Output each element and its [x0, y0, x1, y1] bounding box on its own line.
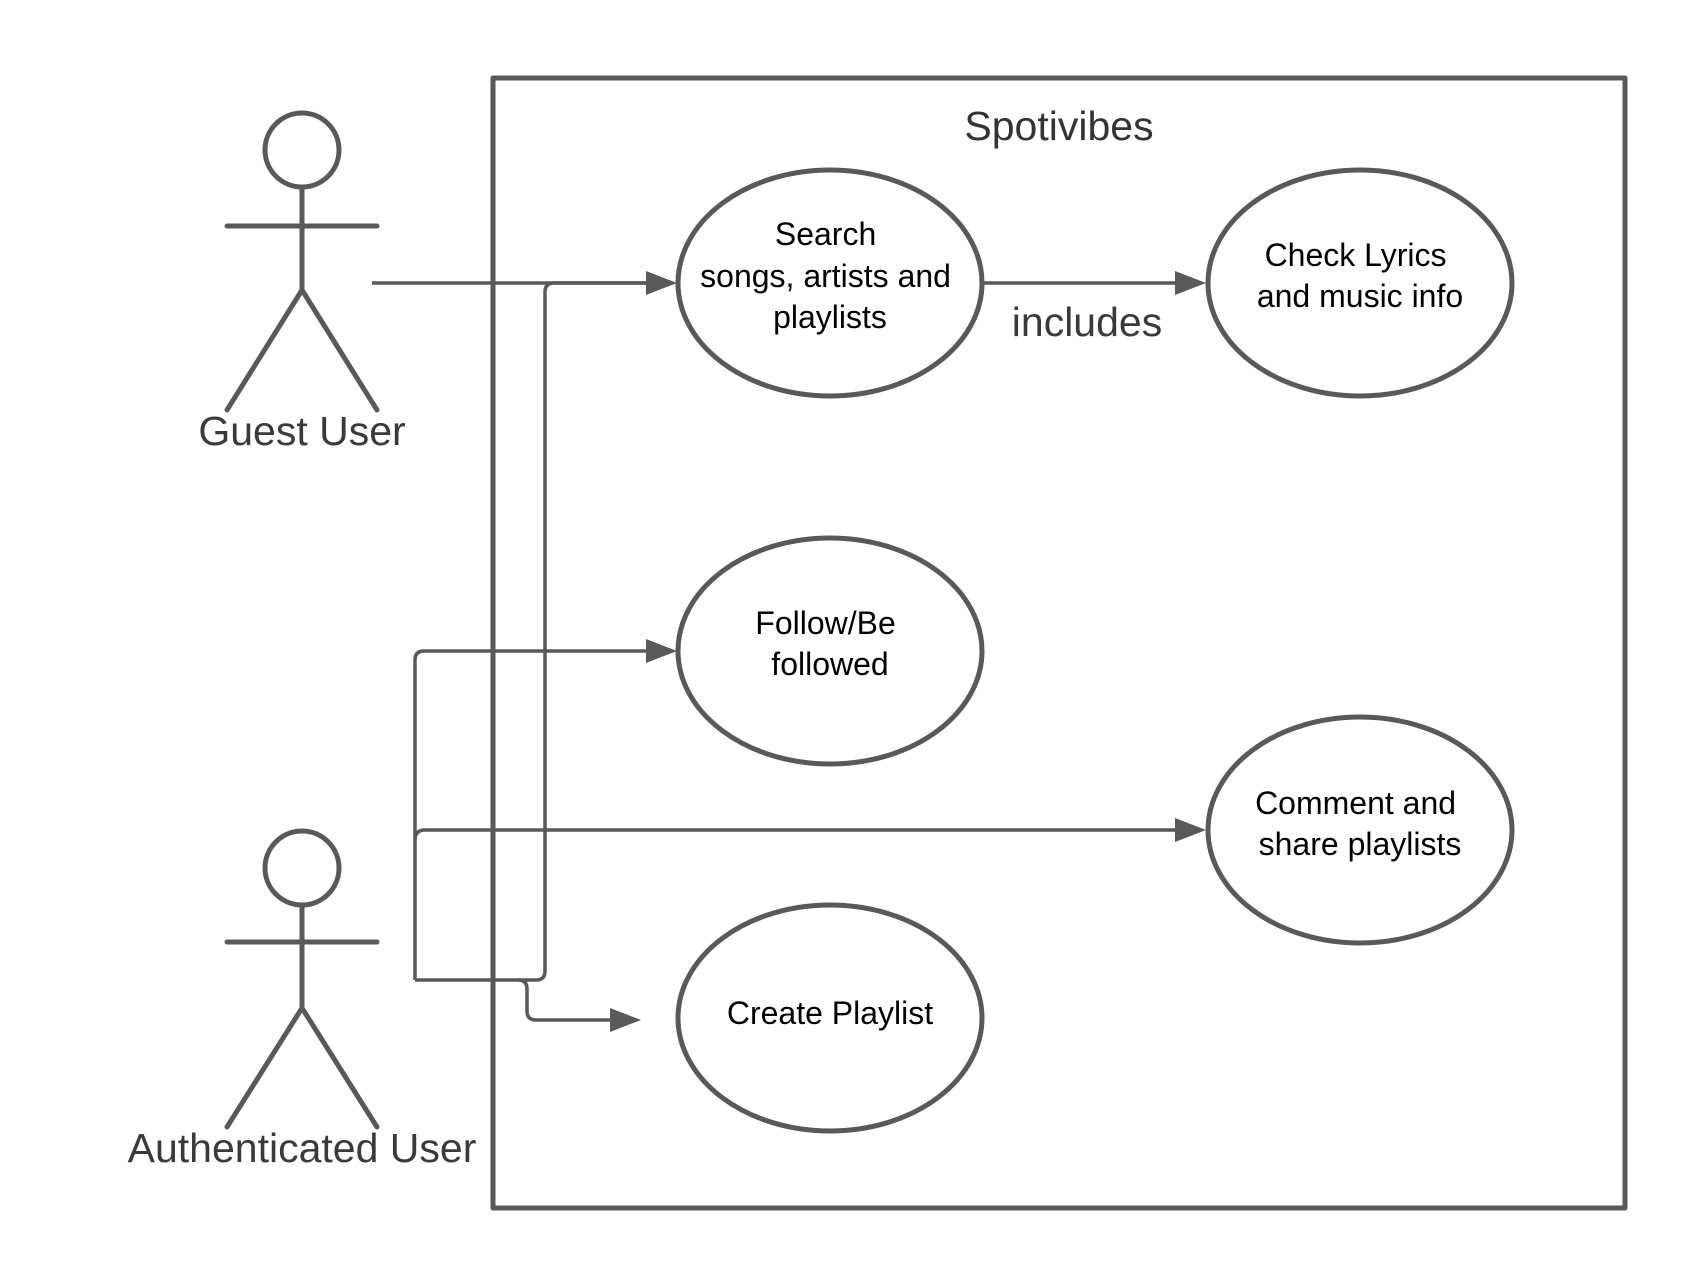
- search-label: Search songs, artists and playlists: [700, 216, 960, 335]
- guest-user-label: Guest User: [198, 408, 405, 454]
- system-boundary: [490, 75, 1628, 1211]
- use-case-create-playlist: Create Playlist: [675, 902, 985, 1134]
- guest-user-actor: [224, 110, 380, 413]
- guest-to-search-arrowhead: [646, 271, 677, 295]
- use-case-lyrics: Check Lyrics and music info: [1205, 167, 1515, 399]
- authenticated-to-follow-arrowhead: [646, 639, 677, 663]
- authenticated-user-label: Authenticated User: [128, 1125, 477, 1171]
- guest-right-leg: [299, 287, 380, 413]
- authenticated-to-follow-line: [413, 649, 646, 980]
- authenticated-to-search-line: [415, 281, 646, 982]
- use-case-comment: Comment and share playlists: [1205, 714, 1515, 946]
- authenticated-to-create-line: [517, 978, 612, 1022]
- authenticated-right-leg: [299, 1005, 380, 1130]
- authenticated-to-comment-line: [413, 828, 1175, 841]
- system-title: Spotivibes: [964, 103, 1153, 149]
- use-case-follow: Follow/Be followed: [675, 535, 985, 767]
- authenticated-to-create-arrowhead: [610, 1008, 641, 1032]
- authenticated-user-actor: [224, 828, 380, 1130]
- guest-left-leg: [224, 287, 305, 413]
- comment-ellipse: [1205, 714, 1515, 946]
- lyrics-label: Check Lyrics and music info: [1257, 237, 1463, 314]
- follow-label: Follow/Be followed: [755, 605, 904, 682]
- comment-label: Comment and share playlists: [1255, 785, 1465, 862]
- association-lines: [372, 271, 1206, 1032]
- lyrics-ellipse: [1205, 167, 1515, 399]
- guest-head-icon: [262, 110, 342, 190]
- create-playlist-ellipse: [675, 902, 985, 1134]
- authenticated-head-icon: [262, 828, 342, 908]
- search-includes-lyrics-arrowhead: [1175, 271, 1206, 295]
- follow-ellipse: [675, 535, 985, 767]
- use-case-search: Search songs, artists and playlists: [675, 167, 985, 399]
- includes-label: includes: [1012, 299, 1162, 345]
- create-playlist-label: Create Playlist: [727, 995, 933, 1031]
- search-ellipse: [675, 167, 985, 399]
- authenticated-left-leg: [224, 1005, 305, 1130]
- authenticated-to-comment-arrowhead: [1175, 818, 1206, 842]
